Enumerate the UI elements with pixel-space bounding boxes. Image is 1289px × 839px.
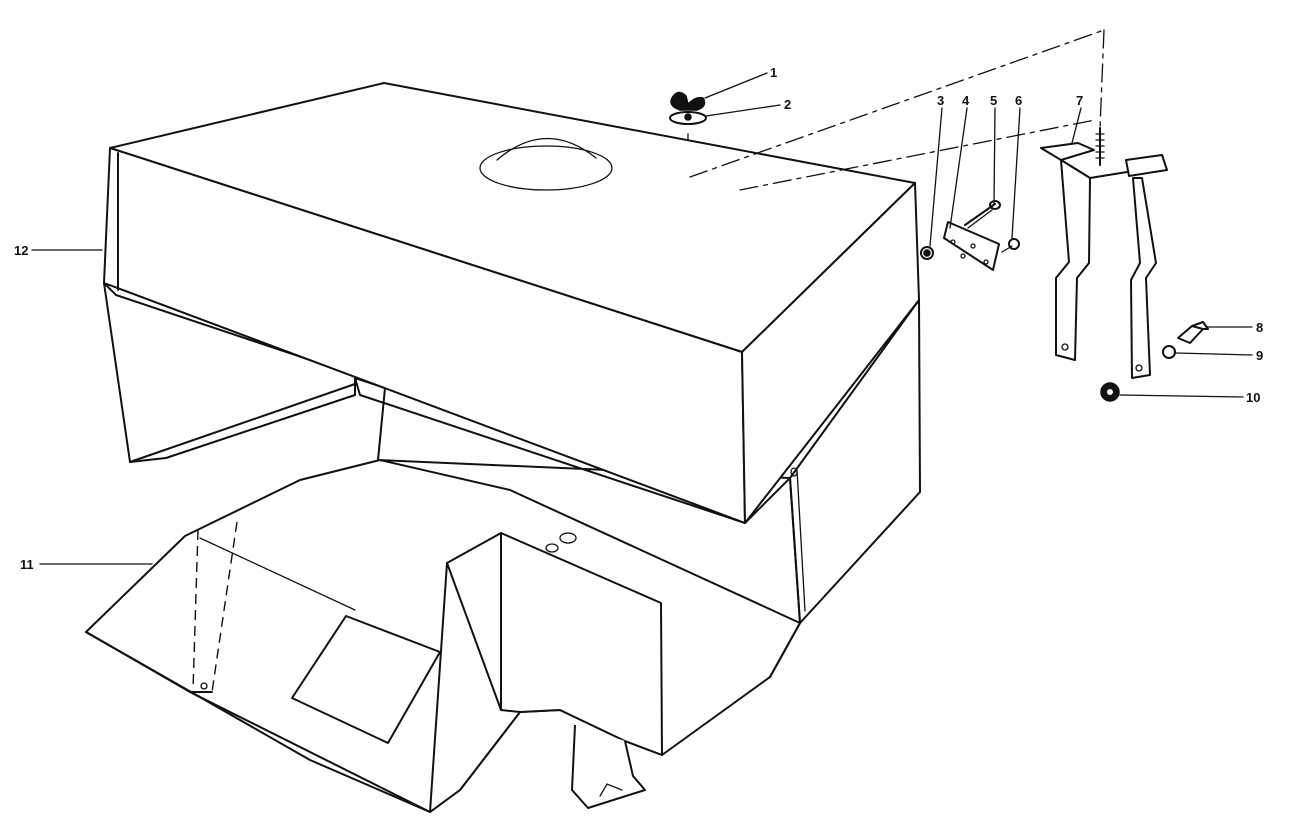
callout-2: 2 (784, 97, 791, 112)
top-cover-part-12 (103, 82, 921, 624)
washer-part-2 (669, 111, 707, 141)
callout-1: 1 (770, 65, 777, 80)
bolt-part-5 (964, 200, 1001, 229)
nut-part-3 (920, 246, 934, 260)
plate-part-4 (943, 221, 1000, 271)
leader-lines (31, 29, 1253, 565)
bracket-part-7 (1040, 127, 1168, 379)
callout-5: 5 (990, 93, 997, 108)
callout-3: 3 (937, 93, 944, 108)
callout-11: 11 (20, 557, 34, 572)
callout-6: 6 (1015, 93, 1022, 108)
callout-labels: 1 2 3 4 5 6 7 8 9 10 11 12 (14, 65, 1263, 572)
callout-10: 10 (1246, 390, 1260, 405)
lock-washer-part-9 (1162, 345, 1176, 359)
nut-part-10 (1100, 382, 1120, 402)
lower-housing-part-11 (85, 459, 801, 813)
callout-7: 7 (1076, 93, 1083, 108)
callout-8: 8 (1256, 320, 1263, 335)
callout-9: 9 (1256, 348, 1263, 363)
bolt-part-8 (1177, 321, 1209, 344)
wing-nut-part-1 (670, 91, 706, 111)
callout-4: 4 (962, 93, 970, 108)
screw-part-6 (1001, 238, 1020, 253)
callout-12: 12 (14, 243, 28, 258)
